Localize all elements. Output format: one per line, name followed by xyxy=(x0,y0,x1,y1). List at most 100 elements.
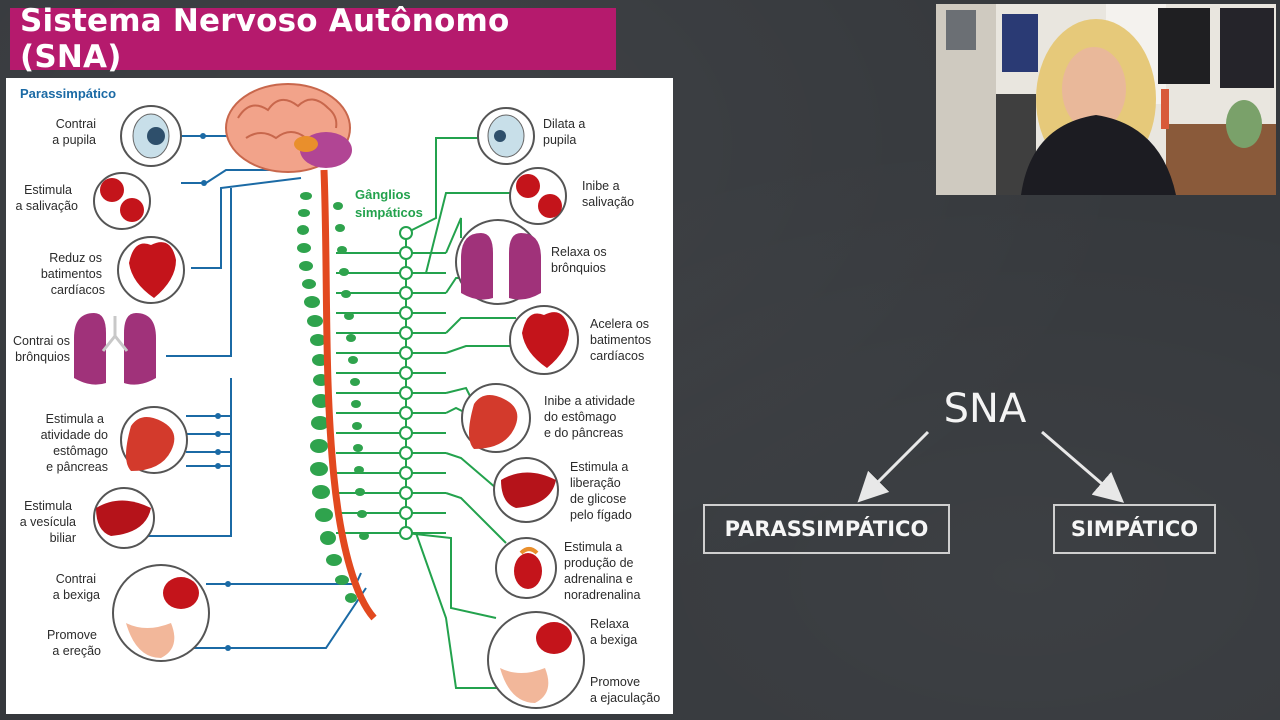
figure-canvas: Parassimpático Gânglios simpáticos Contr… xyxy=(13,83,660,709)
svg-text:atividade do: atividade do xyxy=(41,428,108,442)
right-label-adrenal-2: produção de xyxy=(564,556,634,570)
svg-text:produção de: produção de xyxy=(564,556,634,570)
left-label-stomach-3: estômago xyxy=(53,444,108,458)
right-label-liver-2: liberação xyxy=(570,476,621,490)
svg-text:cardíacos: cardíacos xyxy=(590,349,644,363)
arrow-to-parassimpatico xyxy=(857,430,930,503)
ganglia-label-line1: Gânglios xyxy=(355,187,411,202)
right-label-liver-3: de glicose xyxy=(570,492,626,506)
lungs-icon xyxy=(74,313,156,385)
right-label-pupil-2: pupila xyxy=(543,133,576,147)
slide-title: Sistema Nervoso Autônomo (SNA) xyxy=(20,3,510,75)
left-label-heart-3: cardíacos xyxy=(51,283,105,297)
right-label-adrenal-3: adrenalina e xyxy=(564,572,633,586)
wall-poster-heart xyxy=(1158,8,1210,84)
right-label-adrenal-1: Estimula a xyxy=(564,540,622,554)
parasympathetic-nerves xyxy=(111,135,367,649)
svg-text:adrenalina e: adrenalina e xyxy=(564,572,633,586)
svg-text:a salivação: a salivação xyxy=(15,199,78,213)
svg-text:brônquios: brônquios xyxy=(551,261,606,275)
sympathetic-nerves xyxy=(336,137,521,689)
svg-text:batimentos: batimentos xyxy=(590,333,651,347)
right-effect-labels: Dilata a pupila Inibe a salivação Relaxa… xyxy=(543,117,660,705)
left-label-pupil-2: a pupila xyxy=(52,133,96,147)
right-label-ejaculation-1: Promove xyxy=(590,675,640,689)
svg-text:batimentos: batimentos xyxy=(41,267,102,281)
presenter-face xyxy=(1062,47,1126,131)
figurine-toy xyxy=(1226,100,1262,148)
svg-text:Inibe a: Inibe a xyxy=(582,179,620,193)
left-label-saliva-1: Estimula xyxy=(24,183,72,197)
right-label-ejaculation-2: a ejaculação xyxy=(590,691,660,705)
right-organ-icons xyxy=(455,107,585,709)
left-label-heart-1: Reduz os xyxy=(49,251,102,265)
left-label-stomach-4: e pâncreas xyxy=(46,460,108,474)
left-label-pupil-1: Contrai xyxy=(56,117,96,131)
right-label-liver-1: Estimula a xyxy=(570,460,628,474)
concept-box-parassimpatico: PARASSIMPÁTICO xyxy=(703,504,950,554)
svg-text:Contrai: Contrai xyxy=(56,572,96,586)
right-label-saliva-2: salivação xyxy=(582,195,634,209)
wall-poster-brain xyxy=(1220,8,1274,88)
svg-text:Estimula a: Estimula a xyxy=(46,412,104,426)
right-label-stomach-1: Inibe a atividade xyxy=(544,394,635,408)
right-label-adrenal-4: noradrenalina xyxy=(564,588,640,602)
left-label-bladder-2: a bexiga xyxy=(53,588,100,602)
right-label-heart-3: cardíacos xyxy=(590,349,644,363)
svg-text:Relaxa os: Relaxa os xyxy=(551,245,607,259)
autonomic-nervous-system-figure: Parassimpático Gânglios simpáticos Contr… xyxy=(6,78,673,714)
right-label-stomach-2: do estômago xyxy=(544,410,616,424)
svg-text:a pupila: a pupila xyxy=(52,133,96,147)
presenter-webcam-feed xyxy=(936,4,1276,195)
svg-text:a ejaculação: a ejaculação xyxy=(590,691,660,705)
parasympathetic-ganglion-dots xyxy=(200,133,231,651)
left-label-gallbladder-1: Estimula xyxy=(24,499,72,513)
left-label-erection-1: Promove xyxy=(47,628,97,642)
webcam-frame xyxy=(936,4,1276,195)
left-label-gallbladder-2: a vesícula xyxy=(20,515,76,529)
svg-text:Dilata a: Dilata a xyxy=(543,117,585,131)
svg-text:salivação: salivação xyxy=(582,195,634,209)
svg-text:pupila: pupila xyxy=(543,133,576,147)
right-label-saliva-1: Inibe a xyxy=(582,179,620,193)
vertebral-column xyxy=(297,192,369,603)
left-label-stomach-1: Estimula a xyxy=(46,412,104,426)
svg-text:a vesícula: a vesícula xyxy=(20,515,76,529)
svg-text:cardíacos: cardíacos xyxy=(51,283,105,297)
svg-text:Estimula a: Estimula a xyxy=(564,540,622,554)
right-label-liver-4: pelo fígado xyxy=(570,508,632,522)
svg-text:Estimula: Estimula xyxy=(24,499,72,513)
svg-text:Acelera os: Acelera os xyxy=(590,317,649,331)
svg-text:Relaxa: Relaxa xyxy=(590,617,629,631)
parasympathetic-heading: Parassimpático xyxy=(20,86,116,101)
concept-map-root: SNA xyxy=(943,386,1027,432)
svg-text:do estômago: do estômago xyxy=(544,410,616,424)
right-label-bronchi-2: brônquios xyxy=(551,261,606,275)
slide-title-banner: Sistema Nervoso Autônomo (SNA) xyxy=(10,3,616,75)
svg-text:Promove: Promove xyxy=(47,628,97,642)
right-label-stomach-3: e do pâncreas xyxy=(544,426,623,440)
svg-text:a bexiga: a bexiga xyxy=(53,588,100,602)
svg-text:estômago: estômago xyxy=(53,444,108,458)
left-label-bronchi-1: Contrai os xyxy=(13,334,70,348)
left-label-bladder-1: Contrai xyxy=(56,572,96,586)
left-label-bronchi-2: brônquios xyxy=(15,350,70,364)
svg-text:liberação: liberação xyxy=(570,476,621,490)
left-effect-labels: Contrai a pupila Estimula a salivação Re… xyxy=(13,117,108,658)
svg-text:Estimula a: Estimula a xyxy=(570,460,628,474)
arrow-to-simpatico xyxy=(1041,430,1125,503)
presenter-shirt xyxy=(1021,115,1176,195)
right-label-bladder-2: a bexiga xyxy=(590,633,637,647)
concept-box-simpatico: SIMPÁTICO xyxy=(1053,504,1216,554)
left-label-heart-2: batimentos xyxy=(41,267,102,281)
left-label-erection-2: a ereção xyxy=(52,644,101,658)
right-label-heart-2: batimentos xyxy=(590,333,651,347)
spinal-cord xyxy=(320,169,377,621)
left-label-gallbladder-3: biliar xyxy=(50,531,76,545)
svg-text:Reduz os: Reduz os xyxy=(49,251,102,265)
svg-text:biliar: biliar xyxy=(50,531,76,545)
svg-text:Estimula: Estimula xyxy=(24,183,72,197)
left-label-saliva-2: a salivação xyxy=(15,199,78,213)
svg-text:Inibe a atividade: Inibe a atividade xyxy=(544,394,635,408)
